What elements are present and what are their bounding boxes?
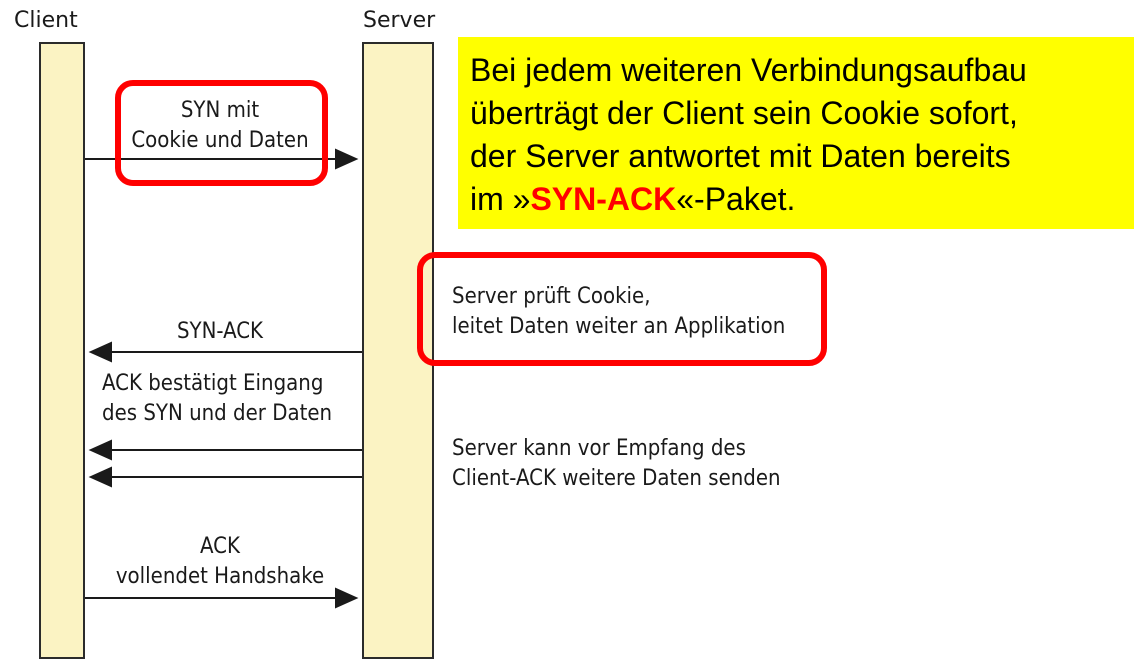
client-lifeline bbox=[39, 42, 85, 659]
ack-arrowhead bbox=[335, 587, 359, 609]
server-check-note: Server prüft Cookie, leitet Daten weiter… bbox=[452, 284, 786, 339]
synack-highlight-text: SYN-ACK bbox=[530, 181, 677, 217]
server-column-title: Server bbox=[363, 8, 436, 33]
ack-label: ACK vollendet Handshake bbox=[115, 534, 325, 589]
syn-label: SYN mit Cookie und Daten bbox=[131, 98, 309, 153]
client-column-title: Client bbox=[14, 8, 78, 33]
syn-arrowhead bbox=[335, 148, 359, 170]
synack-label: SYN-ACK bbox=[176, 319, 264, 344]
data-arrowhead-2 bbox=[88, 466, 112, 488]
server-check-highlight-box bbox=[417, 252, 827, 366]
server-send-note: Server kann vor Empfang des Client-ACK w… bbox=[452, 436, 781, 491]
syn-highlight-box bbox=[115, 80, 328, 186]
ack-data-label: ACK bestätigt Eingang des SYN und der Da… bbox=[102, 371, 333, 426]
synack-arrowhead bbox=[88, 341, 112, 363]
data-arrowhead-1 bbox=[88, 439, 112, 461]
callout-note: Bei jedem weiteren Verbindungsaufbau übe… bbox=[458, 37, 1134, 229]
